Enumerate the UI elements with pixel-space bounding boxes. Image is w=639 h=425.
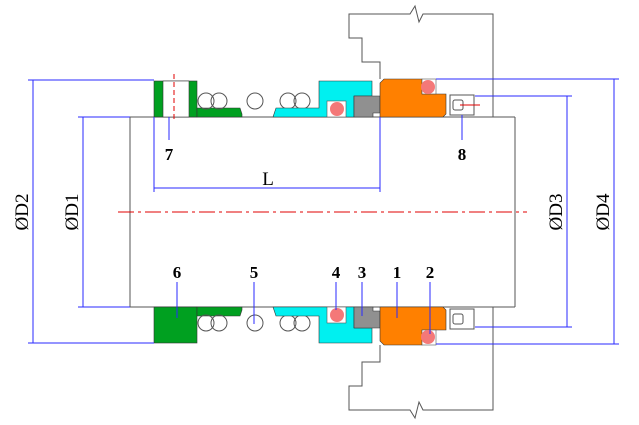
- dimension-length: L: [262, 169, 274, 190]
- dimension-d1: ØD1: [62, 194, 83, 231]
- label-part-8: 8: [458, 145, 467, 164]
- label-part-4: 4: [332, 263, 341, 282]
- label-part-1: 1: [393, 263, 402, 282]
- o-ring-part-2: [421, 80, 435, 94]
- housing: [348, 4, 494, 117]
- label-part-5: 5: [250, 263, 259, 282]
- label-part-6: 6: [173, 263, 182, 282]
- dimension-d3: ØD3: [546, 194, 567, 231]
- dimension-d4: ØD4: [593, 193, 614, 230]
- label-part-3: 3: [358, 263, 367, 282]
- dimension-d2: ØD2: [12, 194, 33, 231]
- stationary-ring-part-3: [353, 95, 381, 118]
- springs-part-5: [197, 92, 311, 110]
- seal-half-top: [153, 4, 494, 118]
- dimension-lines: [28, 78, 619, 345]
- set-screw-hole-part-7: [162, 80, 190, 118]
- label-part-2: 2: [426, 263, 435, 282]
- spring-seat-arm: [196, 107, 243, 118]
- o-ring-part-4: [330, 102, 344, 116]
- label-part-7: 7: [165, 145, 174, 164]
